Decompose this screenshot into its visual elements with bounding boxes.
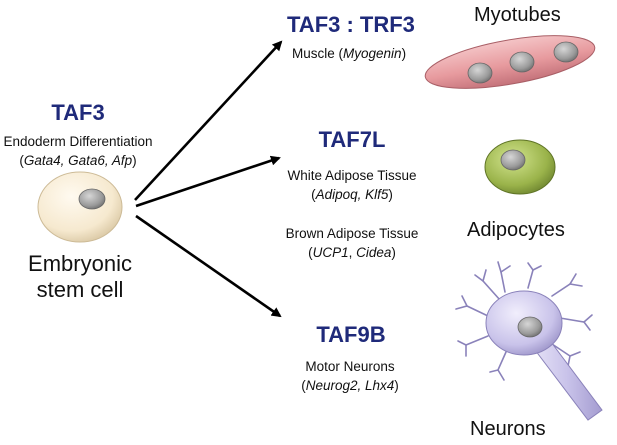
arrow-to-neurons	[135, 214, 282, 318]
white-adipose-text: White Adipose Tissue	[287, 168, 417, 183]
myotubes-label: Myotubes	[474, 4, 561, 26]
motor-neurons-genes-text: (Neurog2, Lhx4)	[301, 378, 399, 393]
endoderm-differentiation-text: Endoderm Differentiation	[3, 134, 153, 149]
taf3-label: TAF3	[51, 100, 105, 125]
embryonic-label: Embryonic	[28, 251, 132, 276]
brown-adipose-genes-text: (UCP1, Cidea)	[308, 245, 396, 260]
brown-adipose-text: Brown Adipose Tissue	[285, 226, 419, 241]
adipocyte-icon	[484, 139, 556, 195]
stem-cell-label: stem cell	[36, 277, 124, 302]
endoderm-genes-text: (Gata4, Gata6, Afp)	[19, 153, 137, 168]
arrow-to-myotubes	[134, 40, 283, 201]
taf3-trf3-label: TAF3 : TRF3	[287, 12, 415, 37]
white-adipose-genes-text: (Adipoq, Klf5)	[311, 187, 393, 202]
arrow-to-adipocytes	[135, 155, 281, 208]
motor-neurons-text: Motor Neurons	[305, 359, 395, 374]
taf9b-label: TAF9B	[316, 322, 386, 347]
myotube-icon	[424, 35, 596, 89]
adipocytes-label: Adipocytes	[467, 219, 565, 241]
embryonic-stem-cell-icon	[37, 171, 123, 243]
neurons-label: Neurons	[470, 418, 546, 440]
muscle-text: Muscle (Myogenin)	[292, 46, 407, 61]
neuron-icon	[455, 261, 603, 421]
taf7l-label: TAF7L	[318, 127, 386, 152]
